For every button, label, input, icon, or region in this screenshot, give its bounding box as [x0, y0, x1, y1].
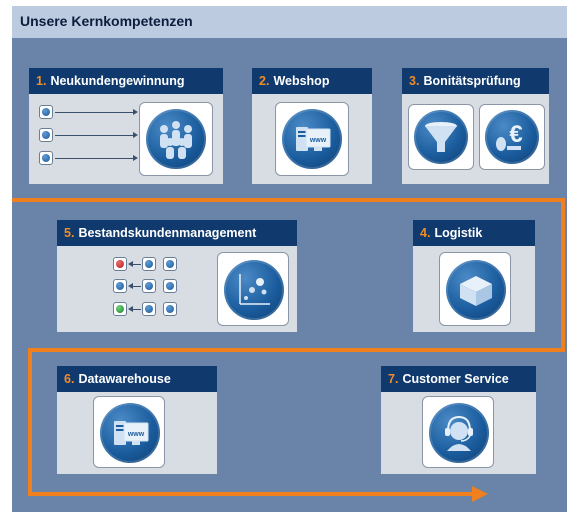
card-body-customer-service [381, 392, 536, 474]
info-icon [142, 257, 156, 271]
card-title-bestandskundenmanagement: 5.Bestandskundenmanagement [57, 220, 297, 246]
card-title-webshop: 2.Webshop [252, 68, 372, 94]
card-label: Logistik [434, 226, 483, 240]
card-body-neukundengewinnung [29, 94, 223, 184]
card-number: 5. [64, 226, 75, 240]
arrow-head [133, 155, 138, 161]
card-label: Bestandskundenmanagement [78, 226, 257, 240]
data-icon [163, 257, 177, 271]
customer-status-icon [113, 302, 127, 316]
card-label: Neukundengewinnung [50, 74, 185, 88]
card-label: Datawarehouse [78, 372, 171, 386]
icon-frame [139, 102, 213, 176]
customer-status-icon [113, 257, 127, 271]
card-title-bonitaetspruefung: 3.Bonitätsprüfung [402, 68, 549, 94]
header-bar: Unsere Kernkompetenzen [12, 6, 567, 38]
arrow-line [55, 112, 133, 113]
icon-frame [422, 396, 494, 468]
card-body-bonitaetspruefung: € [402, 94, 549, 184]
svg-text:www: www [309, 137, 327, 144]
card-label: Customer Service [402, 372, 509, 386]
source-icon [39, 128, 53, 142]
svg-text:www: www [127, 431, 145, 438]
svg-text:€: € [509, 121, 522, 148]
card-number: 1. [36, 74, 47, 88]
arrow-line [133, 286, 141, 287]
card-body-logistik [413, 246, 535, 332]
icon-frame: www [275, 102, 349, 176]
www-computer-icon: www [100, 403, 160, 463]
flow-arrow-head [472, 486, 488, 502]
flow-line-bottom [28, 492, 474, 496]
icon-frame [439, 252, 511, 326]
arrow-line [55, 158, 133, 159]
headset-agent-icon [429, 403, 489, 463]
funnel-icon [414, 110, 468, 164]
info-icon [142, 302, 156, 316]
www-computer-icon: www [282, 109, 342, 169]
card-number: 4. [420, 226, 431, 240]
flow-line-left [28, 348, 32, 496]
card-number: 7. [388, 372, 399, 386]
card-number: 6. [64, 372, 75, 386]
data-icon [163, 302, 177, 316]
arrow-head [128, 283, 133, 289]
arrow-head [128, 306, 133, 312]
card-label: Bonitätsprüfung [423, 74, 521, 88]
card-title-neukundengewinnung: 1.Neukundengewinnung [29, 68, 223, 94]
card-body-webshop: www [252, 94, 372, 184]
arrow-line [133, 264, 141, 265]
data-icon [163, 279, 177, 293]
card-label: Webshop [273, 74, 330, 88]
card-title-logistik: 4.Logistik [413, 220, 535, 246]
card-body-datawarehouse: www [57, 392, 217, 474]
icon-frame: € [479, 104, 545, 170]
card-number: 3. [409, 74, 420, 88]
arrow-head [128, 261, 133, 267]
icon-frame: www [93, 396, 165, 468]
arrow-line [133, 309, 141, 310]
card-title-customer-service: 7.Customer Service [381, 366, 536, 392]
arrow-head [133, 132, 138, 138]
card-title-datawarehouse: 6.Datawarehouse [57, 366, 217, 392]
customer-status-icon [113, 279, 127, 293]
flow-line-middle [28, 348, 565, 352]
package-box-icon [446, 260, 506, 320]
euro-coins-icon: € [485, 110, 539, 164]
scatter-chart-icon [224, 260, 284, 320]
flow-line-top [12, 198, 565, 202]
card-body-bestandskundenmanagement [57, 246, 297, 332]
source-icon [39, 151, 53, 165]
arrow-line [55, 135, 133, 136]
card-number: 2. [259, 74, 270, 88]
icon-frame [217, 252, 289, 326]
info-icon [142, 279, 156, 293]
icon-frame [408, 104, 474, 170]
source-icon [39, 105, 53, 119]
flow-line-right [561, 198, 565, 350]
page-title: Unsere Kernkompetenzen [20, 13, 193, 29]
people-group-icon [146, 109, 206, 169]
arrow-head [133, 109, 138, 115]
